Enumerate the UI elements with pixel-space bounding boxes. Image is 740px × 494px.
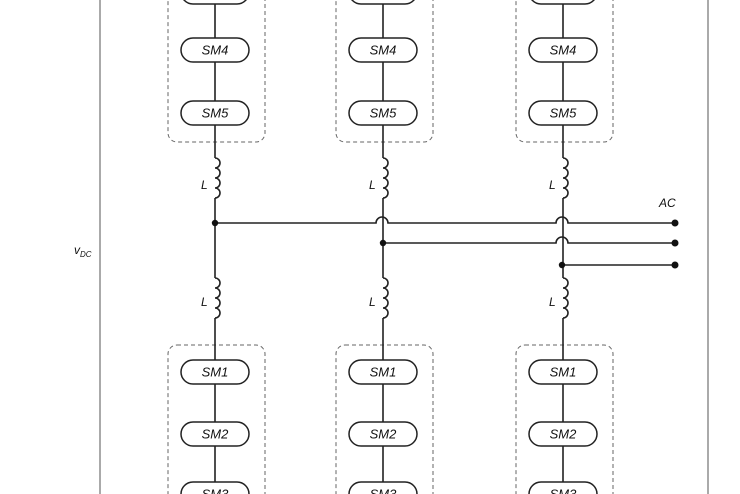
leg-1-module-sm4-box (180, 37, 250, 63)
leg-1-lower-arm-group (167, 344, 266, 494)
leg-1-module-sm3-box (180, 481, 250, 494)
leg-3-lower-arm-group (515, 344, 614, 494)
leg-2-module-sm2-label: SM2 (370, 427, 398, 442)
leg-3-module-sm3-label: SM3 (550, 487, 578, 494)
ac-terminal-b (671, 239, 679, 247)
leg-3-module-sm4-box (528, 37, 598, 63)
leg-3-module-top-cut (531, 0, 595, 5)
leg-1-module-sm5-box (180, 100, 250, 126)
ac-label: AC (658, 196, 676, 210)
leg-1-module-sm4: SM4 (180, 37, 250, 63)
leg-2-upper-inductor (382, 157, 389, 199)
leg-1-module-sm1-label: SM1 (202, 365, 229, 380)
vdc-label: vDC (74, 243, 92, 259)
ac-line-b (383, 236, 675, 244)
vdc-main: v (74, 243, 81, 257)
leg-1-module-sm5-label: SM5 (202, 106, 230, 121)
vdc-subscript: DC (80, 250, 92, 259)
leg-1-module-sm1: SM1 (180, 359, 250, 385)
leg-2-upper-inductor-label: L (369, 178, 376, 192)
ac-output-lines (211, 216, 679, 269)
leg-3-module-sm5-box (528, 100, 598, 126)
leg-3-module-sm5: SM5 (528, 100, 598, 126)
leg-3-module-top-cut-box (531, 0, 595, 5)
leg-3-upper-inductor (562, 157, 569, 199)
leg-3-module-sm4: SM4 (528, 37, 598, 63)
leg-3-module-sm3: SM3 (528, 481, 598, 494)
leg-1-module-sm4-label: SM4 (202, 43, 229, 58)
leg-3-module-sm2-label: SM2 (550, 427, 578, 442)
leg-3-module-sm3-box (528, 481, 598, 494)
ac-line-a (215, 216, 675, 224)
leg-2-upper-arm-group (335, 0, 434, 143)
leg-2-module-sm4-label: SM4 (370, 43, 397, 58)
leg-1-module-top-cut-box (183, 0, 247, 5)
ac-terminal-c (671, 261, 679, 269)
leg-1-module-top-cut (183, 0, 247, 5)
leg-2-module-sm3-box (348, 481, 418, 494)
leg-1-module-sm2: SM2 (180, 421, 250, 447)
leg-1-module-sm1-box (180, 359, 250, 385)
leg-2-lower-arm-group (335, 344, 434, 494)
leg-3-module-sm1: SM1 (528, 359, 598, 385)
leg-2-module-top-cut (351, 0, 415, 5)
leg-2-module-top-cut-box (351, 0, 415, 5)
leg-3-module-sm4-label: SM4 (550, 43, 577, 58)
leg-2-module-sm1-box (348, 359, 418, 385)
leg-3-module-sm2: SM2 (528, 421, 598, 447)
leg-1-module-sm3-label: SM3 (202, 487, 230, 494)
leg-2-module-sm4-box (348, 37, 418, 63)
leg-2-module-sm1-label: SM1 (370, 365, 397, 380)
leg-2-module-sm2-box (348, 421, 418, 447)
leg-3-lower-inductor-label: L (549, 295, 556, 309)
leg-1-module-sm3: SM3 (180, 481, 250, 494)
leg-2-module-sm1: SM1 (348, 359, 418, 385)
leg-3-upper-inductor-label: L (549, 178, 556, 192)
leg-2-lower-inductor (382, 277, 389, 319)
junction-dot-c (558, 261, 566, 269)
leg-2-module-sm5-box (348, 100, 418, 126)
leg-3-module-sm1-label: SM1 (550, 365, 577, 380)
leg-2-module-sm3: SM3 (348, 481, 418, 494)
leg-3-module-sm1-box (528, 359, 598, 385)
leg-2-module-sm3-label: SM3 (370, 487, 398, 494)
leg-2-module-sm5-label: SM5 (370, 106, 398, 121)
leg-2-module-sm2: SM2 (348, 421, 418, 447)
leg-3-lower-inductor (562, 277, 569, 319)
ac-terminal-a (671, 219, 679, 227)
leg-1-lower-inductor (214, 277, 221, 319)
leg-1-module-sm2-label: SM2 (202, 427, 230, 442)
leg-1-upper-inductor (214, 157, 221, 199)
leg-2-module-sm4: SM4 (348, 37, 418, 63)
leg-3-module-sm5-label: SM5 (550, 106, 578, 121)
leg-3-module-sm2-box (528, 421, 598, 447)
leg-1-lower-inductor-label: L (201, 295, 208, 309)
leg-2-module-sm5: SM5 (348, 100, 418, 126)
leg-2-lower-inductor-label: L (369, 295, 376, 309)
leg-1-module-sm5: SM5 (180, 100, 250, 126)
junction-dot-a (211, 219, 219, 227)
leg-1-upper-arm-group (167, 0, 266, 143)
leg-1-upper-inductor-label: L (201, 178, 208, 192)
leg-1-module-sm2-box (180, 421, 250, 447)
leg-3-upper-arm-group (515, 0, 614, 143)
junction-dot-b (379, 239, 387, 247)
